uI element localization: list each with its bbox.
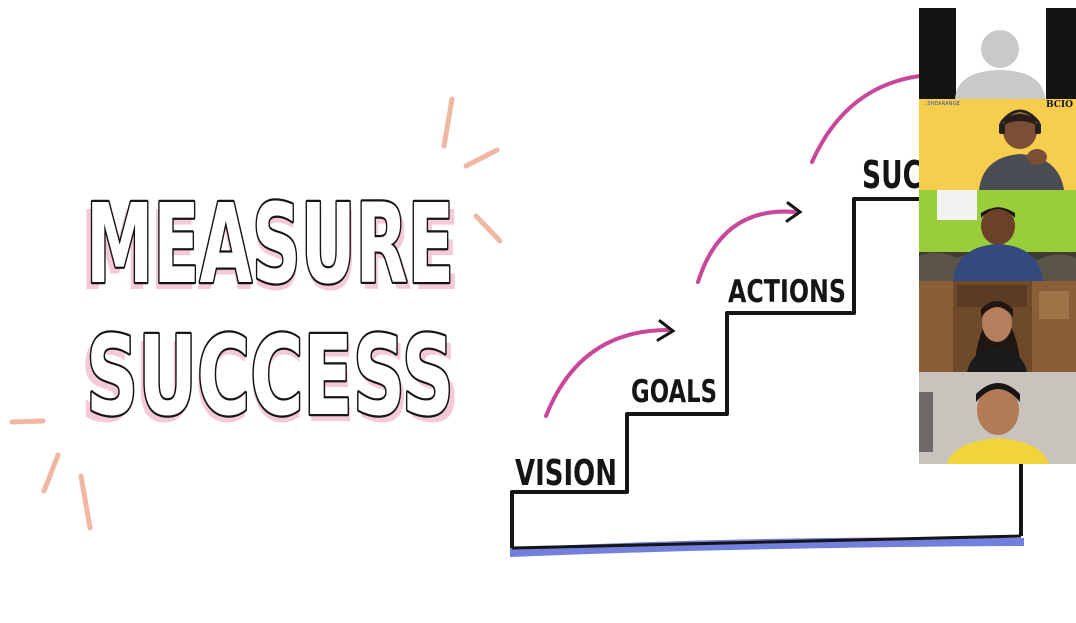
step-label-goals: GOALS [631,374,717,410]
progress-arcs [544,74,922,418]
slide-title-measure: MEASURE [86,180,454,308]
burst-top-right [441,96,503,244]
title-line2-shadow: SUCCESS [80,319,460,447]
default-avatar-icon [955,30,1045,99]
burst-bottom-left [9,418,93,531]
step-label-vision: VISION [515,453,617,494]
staircase-base [510,537,1024,557]
staircase-base-line [511,534,1022,550]
participant-tile-1[interactable] [919,8,1076,99]
participant-tile-2[interactable]: ...SHEARANGE BCIO [919,99,1076,190]
arc-actions-to-success [810,74,922,164]
brand-strip: ...SHEARANGE [922,101,961,107]
step-label-success: SUC [862,153,922,197]
participant-tile-5[interactable] [919,372,1076,464]
arc-goals-to-actions [696,209,797,284]
participant-strip: ...SHEARANGE BCIO [919,8,1076,464]
brand-logo: BCIO [1046,100,1073,110]
title-line1-shadow: MEASURE [80,187,460,315]
participant-tile-3[interactable] [919,190,1076,281]
arc-vision-to-goals [544,328,670,418]
slide-title-success: SUCCESS [86,312,454,440]
arrowhead-actions [785,201,803,223]
staircase-line [510,197,925,548]
step-label-actions: ACTIONS [728,274,846,310]
participant-tile-4[interactable] [919,281,1076,372]
arrowhead-goals [656,319,676,342]
